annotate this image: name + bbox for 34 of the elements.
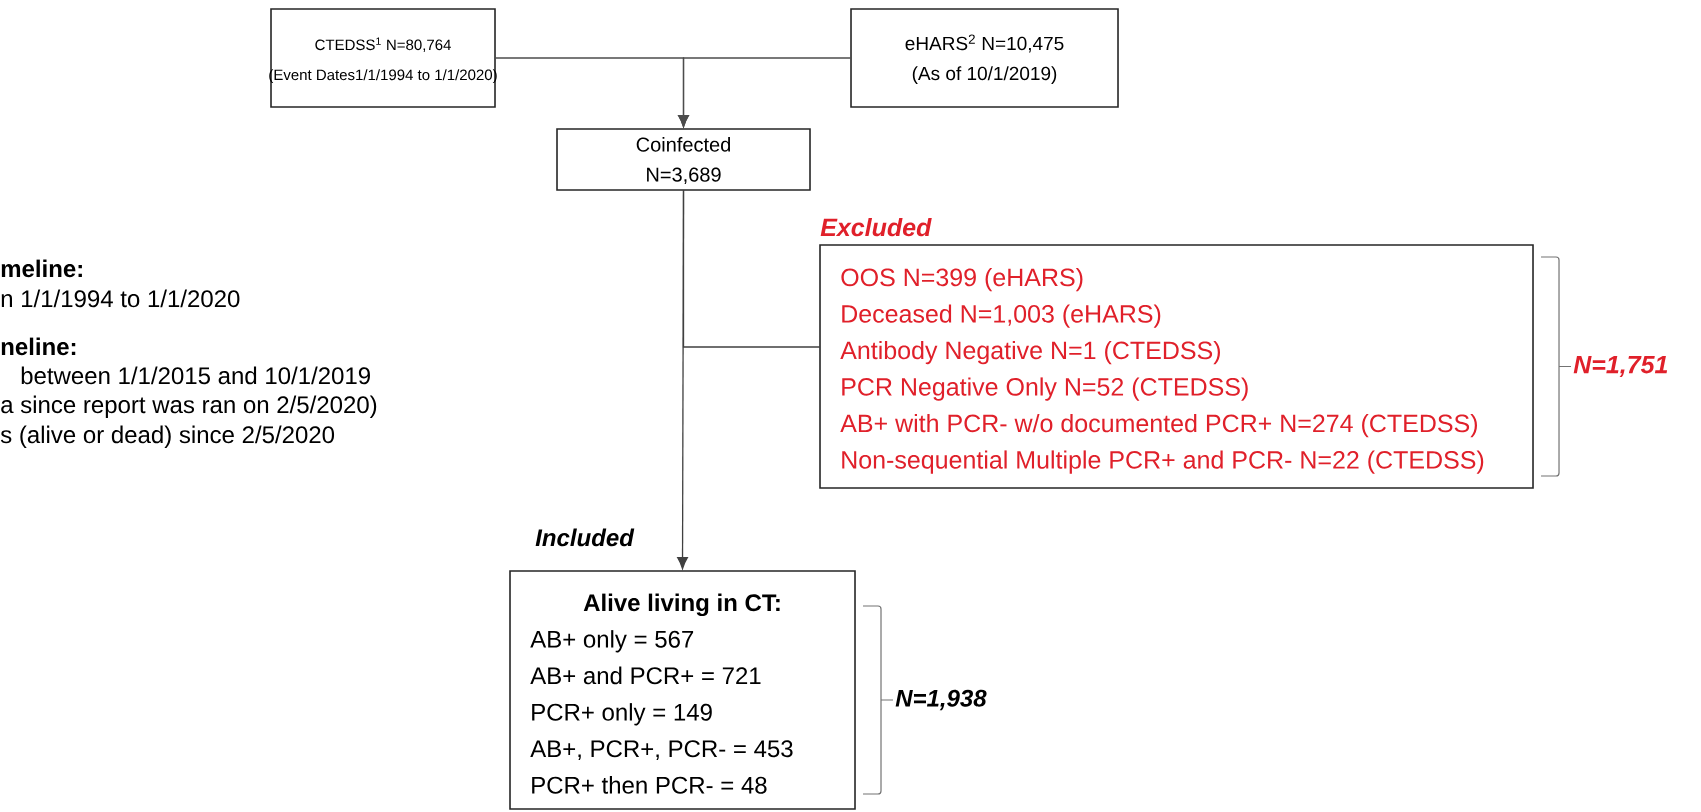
list-item: Antibody Negative N=1 (CTEDSS) — [840, 340, 1220, 365]
list-item: Non-sequential Multiple PCR+ and PCR- N=22 (CTEDSS) — [842, 450, 1484, 474]
list-item: Deceased N=1,003 (eHARS) — [842, 304, 1161, 328]
note-text: n 1/1/1994 to 1/1/2020 — [1, 289, 240, 308]
list-item: AB+ and PCR+ = 721 — [530, 666, 761, 685]
note-text: meline: — [1, 259, 82, 278]
list-item: PCR+ only = 149 — [532, 703, 712, 726]
box-text: eHARS$^{2}$ N=10,475 — [905, 34, 1064, 53]
list-item: PCR Negative Only N=52 (CTEDSS) — [842, 377, 1248, 401]
flow-box — [509, 528, 987, 810]
note-text: a since report was ran on 2/5/2020) — [1, 395, 377, 418]
flow-box — [819, 217, 1668, 489]
total-label: N=1,938 — [895, 689, 987, 711]
flow-box — [269, 8, 497, 108]
box-text: N=3,689 — [647, 167, 721, 185]
box-heading: Alive living in CT: — [583, 593, 780, 617]
list-item: AB+, PCR+, PCR- = 453 — [530, 740, 793, 761]
note-text: neline: — [1, 337, 76, 356]
list-item: AB+ only = 567 — [530, 630, 694, 653]
list-item: AB+ with PCR- w/o documented PCR+ N=274 (CTEDSS) — [840, 413, 1477, 438]
heading: Included — [535, 528, 635, 547]
box-text: Coinfected — [636, 137, 730, 152]
list-item: PCR+ then PCR- = 48 — [532, 776, 767, 794]
box-text: CTEDSS$^{1}$ N=80,764 — [315, 37, 451, 52]
arrow — [677, 189, 688, 570]
total-label: N=1,751 — [1573, 355, 1668, 378]
note-text: s (alive or dead) since 2/5/2020 — [0, 425, 335, 448]
list-item: OOS N=399 (eHARS) — [841, 267, 1083, 292]
arrow — [678, 57, 852, 128]
flow-box — [556, 128, 811, 191]
heading: Excluded — [820, 217, 932, 237]
flow-box — [850, 8, 1119, 108]
box-text: (As of 10/1/2019) — [912, 66, 1057, 84]
note-text: between 1/1/2015 and 10/1/2019 — [21, 366, 370, 385]
